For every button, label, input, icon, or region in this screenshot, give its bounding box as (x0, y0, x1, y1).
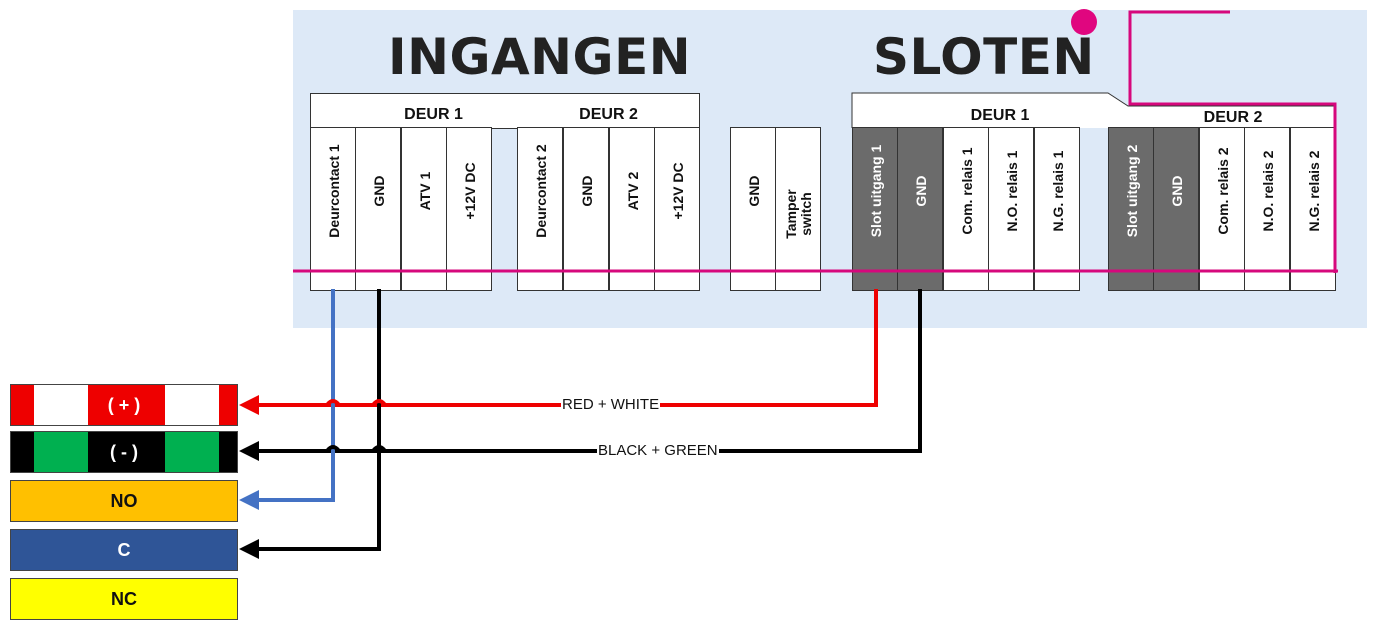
white-segment (165, 385, 219, 425)
locks-door2-header-label: DEUR 2 (1203, 109, 1263, 126)
connector-minus-label: ( - ) (110, 441, 138, 462)
terminal-no-relais-2: N.O. relais 2 (1244, 127, 1290, 291)
locks-door1-header-label: DEUR 1 (970, 107, 1030, 124)
black-arrow-head (239, 441, 259, 461)
wire-crossing (371, 399, 387, 407)
connector-c-label: C (117, 539, 131, 560)
terminal-tamper-switch: Tamper switch (775, 127, 821, 291)
connector-plus-label: ( + ) (107, 394, 141, 415)
terminal-gnd-door2: GND (563, 127, 609, 291)
locks-title: SLOTEN (873, 28, 1095, 86)
terminal-gnd-lock2: GND (1153, 127, 1199, 291)
blue-arrow-head (239, 490, 259, 510)
terminal-deurcontact-2: Deurcontact 2 (517, 127, 563, 291)
magenta-dot (1071, 9, 1097, 35)
red-wire-label: RED + WHITE (561, 396, 661, 413)
gnd-arrow-head (239, 539, 259, 559)
terminal-gnd-lock1: GND (897, 127, 943, 291)
black-wire-label: BLACK + GREEN (597, 442, 719, 459)
blue-wire (252, 289, 335, 502)
inputs-door2-header-label: DEUR 2 (579, 106, 638, 123)
terminal-slot-uitgang-2: Slot uitgang 2 (1108, 127, 1154, 291)
terminal-gnd-door1: GND (355, 127, 401, 291)
inputs-door2-header-box: DEUR 2 (517, 93, 700, 129)
wire-crossing (371, 445, 387, 453)
terminal-atv-2: ATV 2 (609, 127, 655, 291)
red-arrow-head (239, 395, 259, 415)
connector-no-label: NO (110, 490, 138, 511)
green-segment (165, 432, 219, 472)
green-segment (34, 432, 88, 472)
terminal-ng-relais-1: N.G. relais 1 (1034, 127, 1080, 291)
magenta-bracket-line (1128, 10, 1337, 273)
terminal-com-relais-2: Com. relais 2 (1199, 127, 1245, 291)
terminal-deurcontact-1: Deurcontact 1 (310, 127, 356, 291)
connector-no: NO (10, 480, 238, 522)
terminal-atv-1: ATV 1 (401, 127, 447, 291)
inputs-title: INGANGEN (388, 28, 692, 86)
connector-nc-label: NC (111, 588, 137, 609)
connector-minus: ( - ) (10, 431, 238, 473)
black-wire (252, 289, 922, 453)
white-segment (34, 385, 88, 425)
terminal-no-relais-1: N.O. relais 1 (988, 127, 1034, 291)
terminal-12v-door2: +12V DC (654, 127, 700, 291)
wire-crossing (325, 399, 341, 407)
red-wire (252, 289, 878, 407)
connector-nc: NC (10, 578, 238, 620)
terminal-com-relais-1: Com. relais 1 (943, 127, 989, 291)
connector-c: C (10, 529, 238, 571)
wire-crossing (325, 445, 341, 453)
connector-plus: ( + ) (10, 384, 238, 426)
inputs-door1-header-label: DEUR 1 (404, 106, 463, 123)
gnd-wire (252, 289, 381, 551)
